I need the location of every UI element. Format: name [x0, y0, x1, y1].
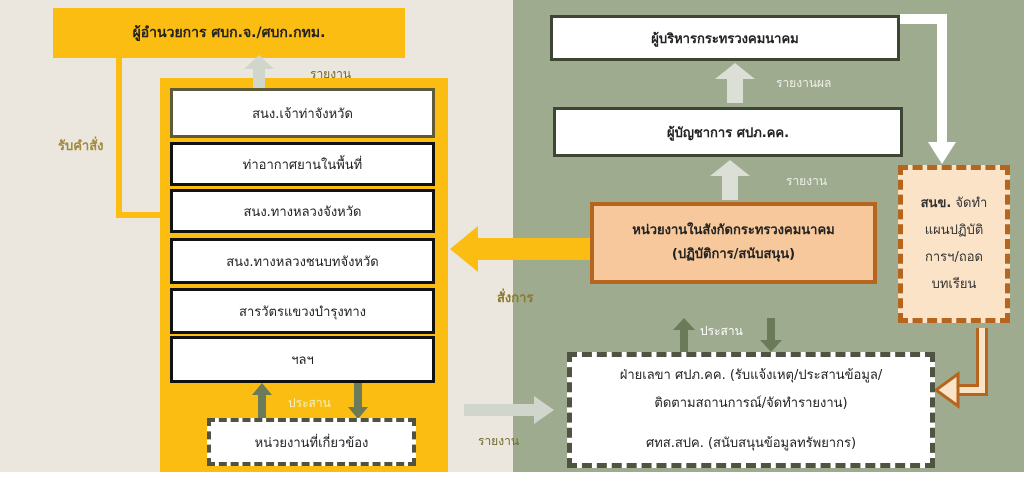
secretariat-label: ฝ่ายเลขา ศปภ.คค. (รับแจ้งเหตุ/ประสานข้อม… — [619, 368, 883, 383]
report-results-arrow-icon — [715, 63, 755, 103]
director-label: ผู้อำนวยการ ศบก.จ./ศบก.กทม. — [132, 25, 326, 41]
agencies-sublabel: (ปฏิบัติการ/สนับสนุน) — [671, 247, 796, 262]
unit-label: ท่าอากาศยานในพื้นที่ — [242, 157, 363, 173]
director-box: ผู้อำนวยการ ศบก.จ./ศบก.กทม. — [53, 8, 405, 58]
coordinate-label-right: ประสาน — [700, 324, 743, 338]
unit-box: สารวัตรแขวงบำรุงทาง — [170, 288, 435, 334]
related-units-box: หน่วยงานที่เกี่ยวข้อง — [207, 418, 416, 466]
plan-line: แผนปฏิบัติ — [924, 223, 984, 238]
unit-box: สนง.ทางหลวงชนบทจังหวัด — [170, 238, 435, 284]
plan-line: บทเรียน — [931, 277, 977, 292]
coordinate-up-arrow-icon — [673, 318, 695, 352]
executives-box: ผู้บริหารกระทรวงคมนาคม — [550, 15, 900, 61]
plan-elbow-arrow-icon — [900, 14, 956, 164]
ict-support-label: ศทส.สปค. (สนับสนุนข้อมูลทรัพยากร) — [645, 436, 857, 451]
plan-box: สนข. จัดทำ แผนปฏิบัติ การฯ/ถอด บทเรียน — [898, 165, 1010, 323]
unit-box: สนง.ทางหลวงจังหวัด — [170, 189, 435, 233]
report-up-arrow-icon — [244, 55, 274, 88]
agencies-box: หน่วยงานในสังกัดกระทรวงคมนาคม (ปฏิบัติกา… — [590, 202, 877, 284]
related-units-label: หน่วยงานที่เกี่ยวข้อง — [254, 435, 369, 451]
unit-label: สนง.ทางหลวงจังหวัด — [243, 204, 362, 220]
report-label-middle: รายงาน — [478, 434, 520, 448]
commander-label: ผู้บัญชาการ ศปภ.คค. — [666, 125, 790, 141]
secretariat-label-cont: ติดตามสถานการณ์/จัดทำรายงาน) — [654, 396, 848, 411]
coordinate-up-arrow-icon — [252, 383, 272, 419]
coordinate-down-arrow-icon — [760, 318, 782, 352]
receive-orders-label: รับคำสั่ง — [58, 139, 104, 154]
report-results-label: รายงานผล — [776, 76, 832, 90]
coordinate-down-arrow-icon — [348, 383, 368, 419]
command-arrow-icon — [450, 226, 592, 272]
executives-label: ผู้บริหารกระทรวงคมนาคม — [651, 31, 799, 47]
orders-connector-line — [116, 58, 122, 218]
unit-label: สารวัตรแขวงบำรุงทาง — [239, 304, 366, 320]
unit-box: ฯลฯ — [170, 336, 435, 383]
report-arrow-icon — [710, 160, 750, 200]
unit-box: สนง.เจ้าท่าจังหวัด — [170, 88, 435, 138]
orders-connector-line-h — [116, 212, 166, 218]
report-label-right: รายงาน — [786, 174, 828, 188]
plan-line-text: จัดทำ — [955, 196, 988, 211]
unit-label: สนง.เจ้าท่าจังหวัด — [252, 106, 353, 122]
plan-to-secretariat-arrow-icon — [934, 328, 988, 409]
plan-line: การฯ/ถอด — [925, 250, 983, 265]
command-label: สั่งการ — [497, 291, 534, 306]
report-label-left: รายงาน — [310, 67, 352, 81]
plan-org-label: สนข. — [920, 196, 952, 211]
unit-label: ฯลฯ — [291, 353, 314, 368]
unit-label: สนง.ทางหลวงชนบทจังหวัด — [226, 254, 379, 270]
coordinate-label-left: ประสาน — [288, 396, 331, 410]
report-right-arrow-icon — [464, 396, 554, 424]
unit-box: ท่าอากาศยานในพื้นที่ — [170, 142, 435, 186]
agencies-label: หน่วยงานในสังกัดกระทรวงคมนาคม — [632, 223, 835, 238]
plan-line: สนข. จัดทำ — [921, 190, 988, 217]
commander-box: ผู้บัญชาการ ศปภ.คค. — [553, 107, 903, 157]
secretariat-box: ฝ่ายเลขา ศปภ.คค. (รับแจ้งเหตุ/ประสานข้อม… — [567, 352, 935, 468]
